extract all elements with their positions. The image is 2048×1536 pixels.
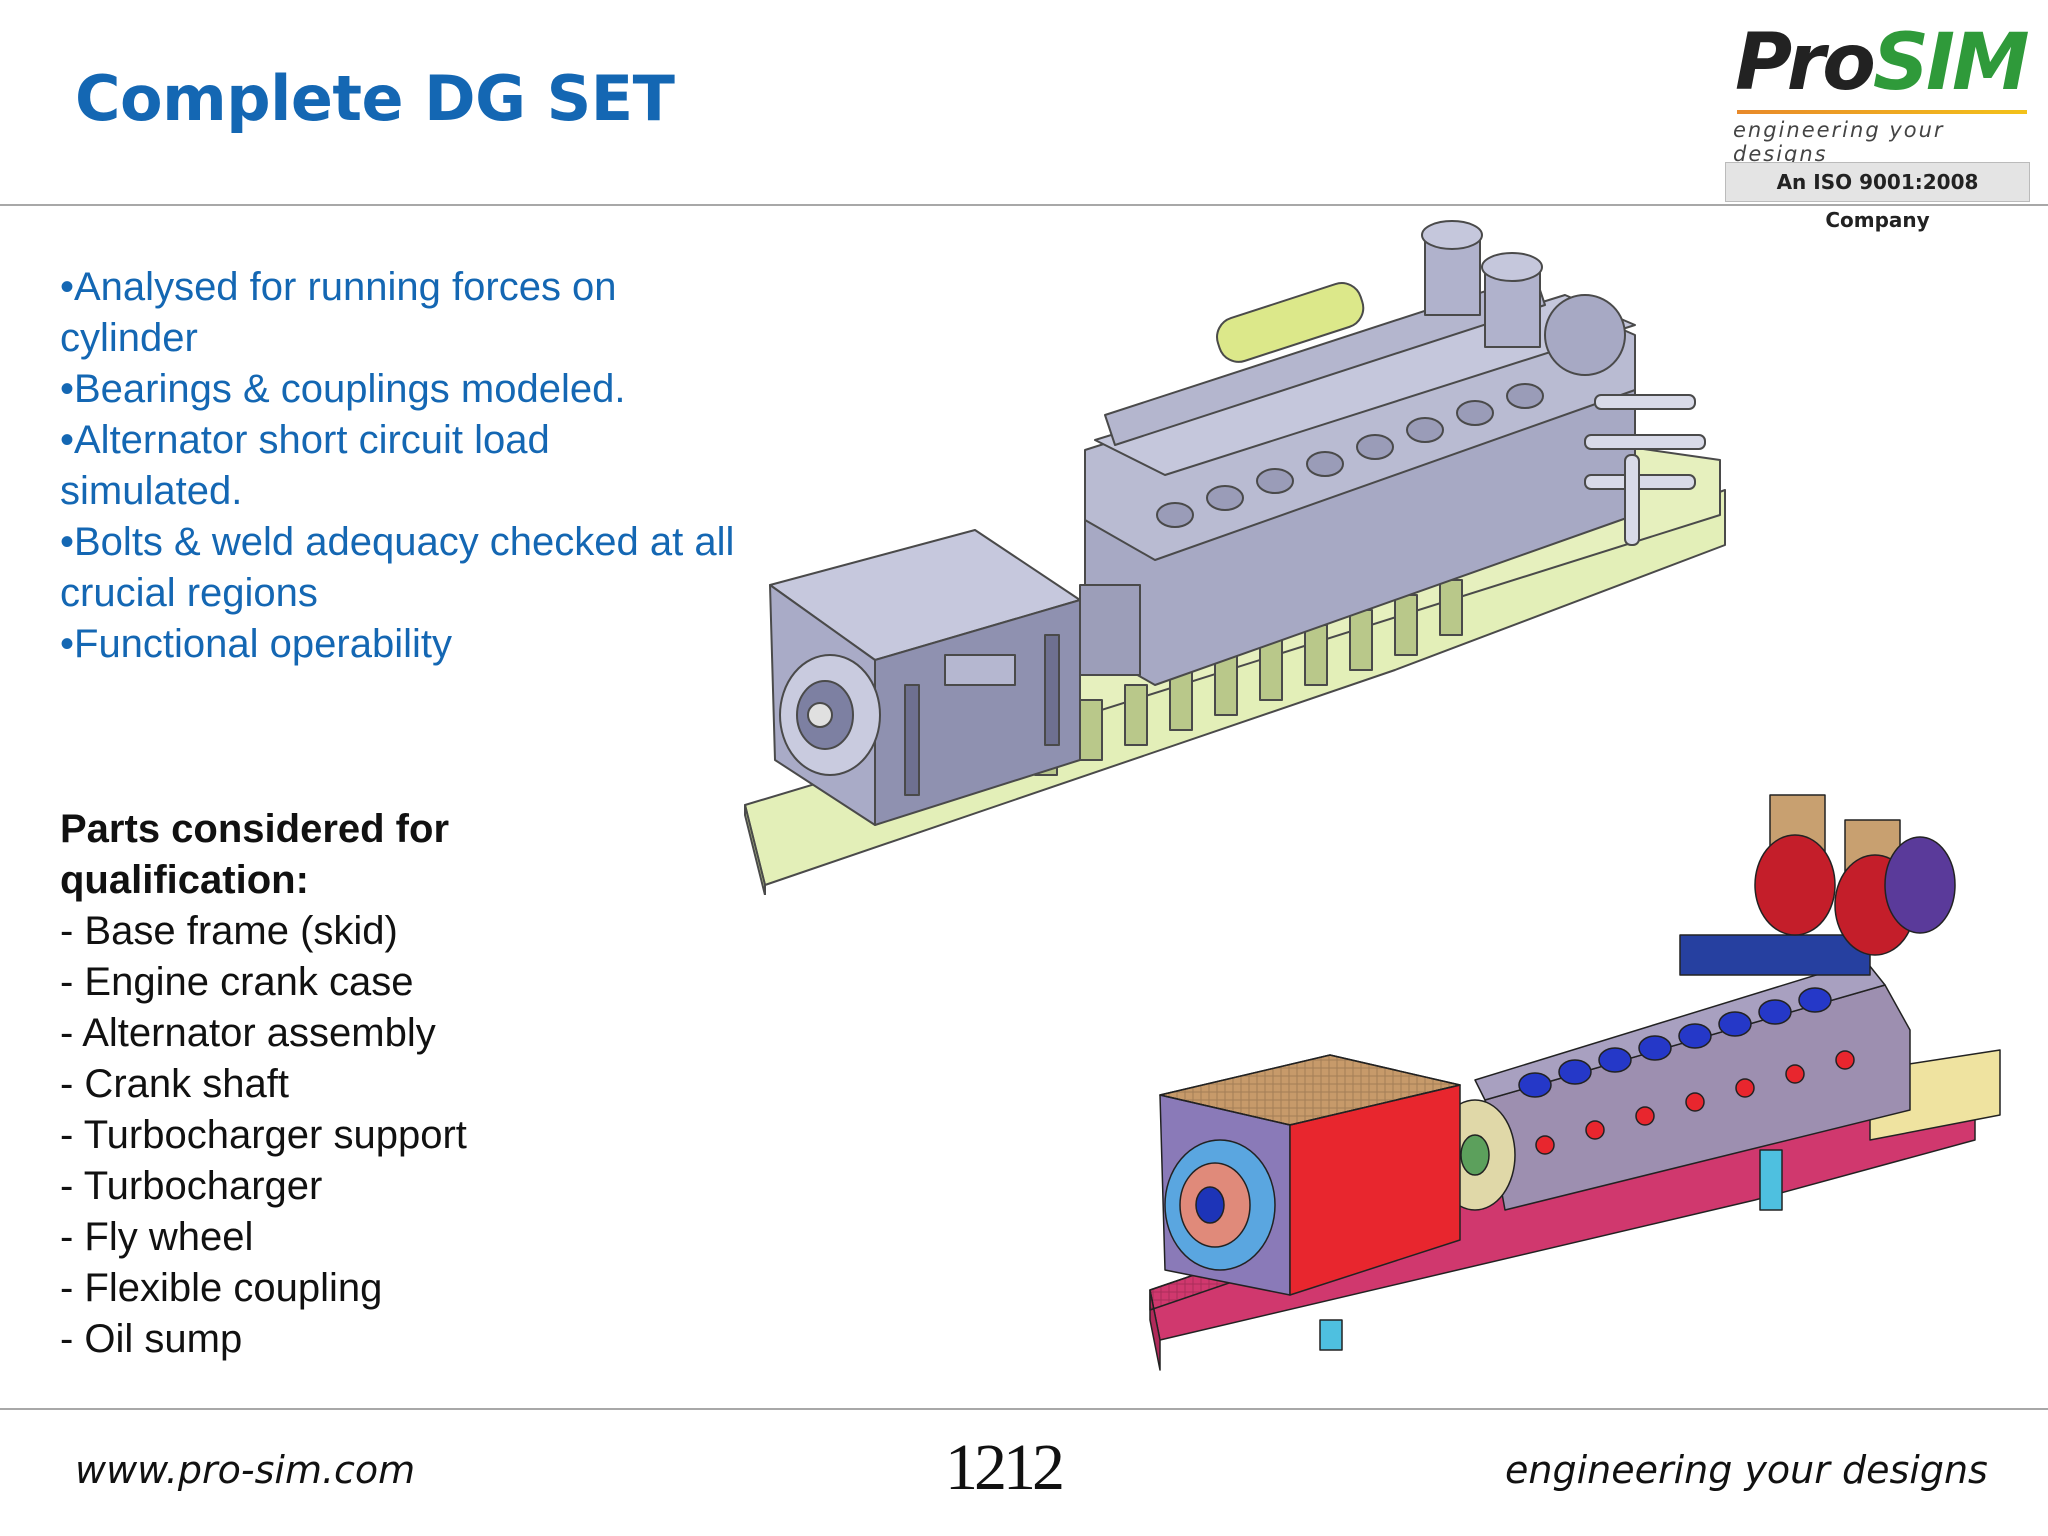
parts-heading: Parts considered for qualification: bbox=[60, 807, 450, 902]
part-item: - Turbocharger bbox=[60, 1164, 323, 1208]
slide-title: Complete DG SET bbox=[75, 62, 675, 135]
feature-bullet-list: •Analysed for running forces on cylinder… bbox=[60, 262, 740, 670]
logo-word-pro: Pro bbox=[1735, 18, 1876, 108]
part-item: - Flexible coupling bbox=[60, 1266, 383, 1310]
bullet-item: •Bearings & couplings modeled. bbox=[60, 367, 626, 411]
logo-tagline: engineering your designs bbox=[1733, 118, 1945, 166]
part-item: - Alternator assembly bbox=[60, 1011, 436, 1055]
footer-divider bbox=[0, 1408, 2048, 1410]
parts-list: Parts considered for qualification: - Ba… bbox=[60, 804, 700, 1365]
part-item: - Oil sump bbox=[60, 1317, 243, 1361]
logo-word-sim: SIM bbox=[1872, 18, 2030, 108]
prosim-logo: ProSIM engineering your designs An ISO 9… bbox=[1725, 18, 2030, 232]
part-item: - Turbocharger support bbox=[60, 1113, 467, 1157]
bullet-item: •Alternator short circuit load simulated… bbox=[60, 418, 550, 513]
page-number: 1212 bbox=[945, 1431, 1065, 1504]
bullet-item: •Functional operability bbox=[60, 622, 452, 666]
header-divider bbox=[0, 204, 2048, 206]
logo-underline bbox=[1737, 110, 2027, 114]
part-item: - Crank shaft bbox=[60, 1062, 289, 1106]
bullet-item: •Bolts & weld adequacy checked at all cr… bbox=[60, 520, 735, 615]
bullet-item: •Analysed for running forces on cylinder bbox=[60, 265, 617, 360]
footer-website-url[interactable]: www.pro-sim.com bbox=[75, 1448, 416, 1492]
logo-wordmark: ProSIM bbox=[1735, 24, 2030, 102]
part-item: - Base frame (skid) bbox=[60, 909, 398, 953]
dg-set-fem-mesh-image bbox=[1149, 794, 2001, 1371]
part-item: - Fly wheel bbox=[60, 1215, 254, 1259]
footer-tagline: engineering your designs bbox=[1505, 1448, 1988, 1492]
iso-badge: An ISO 9001:2008 Company bbox=[1725, 162, 2030, 232]
part-item: - Engine crank case bbox=[60, 960, 414, 1004]
dg-set-cad-model-image bbox=[744, 220, 1726, 895]
